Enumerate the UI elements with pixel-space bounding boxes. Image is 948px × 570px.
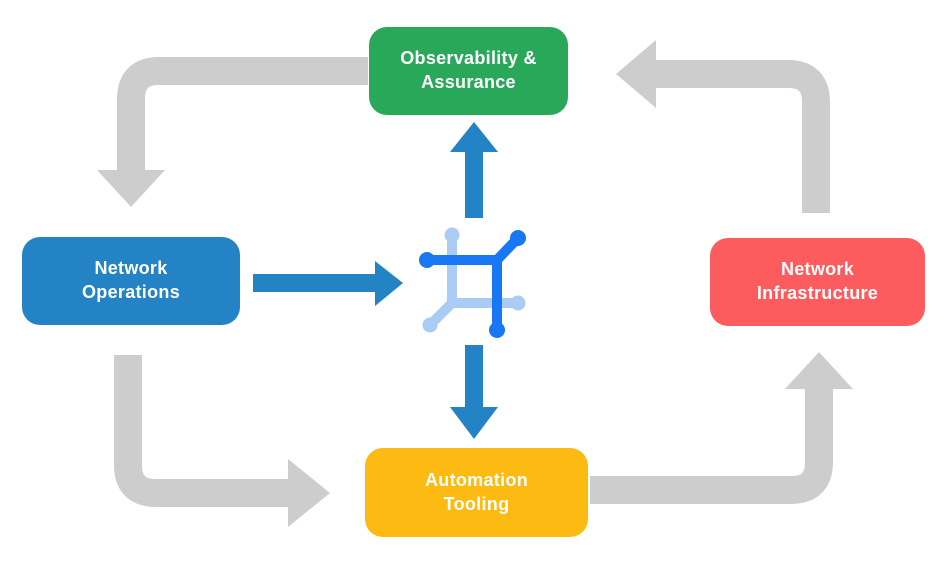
arrow-operations-to-center [253, 261, 403, 306]
arrow-infrastructure-to-observability [616, 40, 830, 213]
arrow-center-to-automation [450, 345, 498, 439]
arrow-operations-to-automation [114, 355, 330, 527]
node-label-line: Automation [425, 469, 528, 490]
node-label-line: Infrastructure [756, 283, 879, 303]
arrow-observability-to-operations [97, 57, 368, 207]
node-network-operations: Network Operations [22, 237, 240, 325]
node-label-line: Network [780, 259, 855, 280]
network-mesh-icon [419, 227, 526, 338]
node-label-line: Tooling [443, 493, 510, 514]
node-label-line: Operations [81, 282, 181, 302]
node-automation-tooling: Automation Tooling [365, 448, 588, 537]
arrow-center-to-observability [450, 122, 498, 218]
network-mesh-icon-dark-part [419, 230, 526, 338]
node-label-line: Network [94, 258, 168, 279]
node-label-line: Observability & [400, 48, 537, 69]
node-label-line: Assurance [421, 72, 516, 92]
node-observability-assurance: Observability & Assurance [369, 27, 568, 115]
node-network-infrastructure: Network Infrastructure [710, 238, 925, 326]
arrow-automation-to-infrastructure [590, 352, 853, 504]
